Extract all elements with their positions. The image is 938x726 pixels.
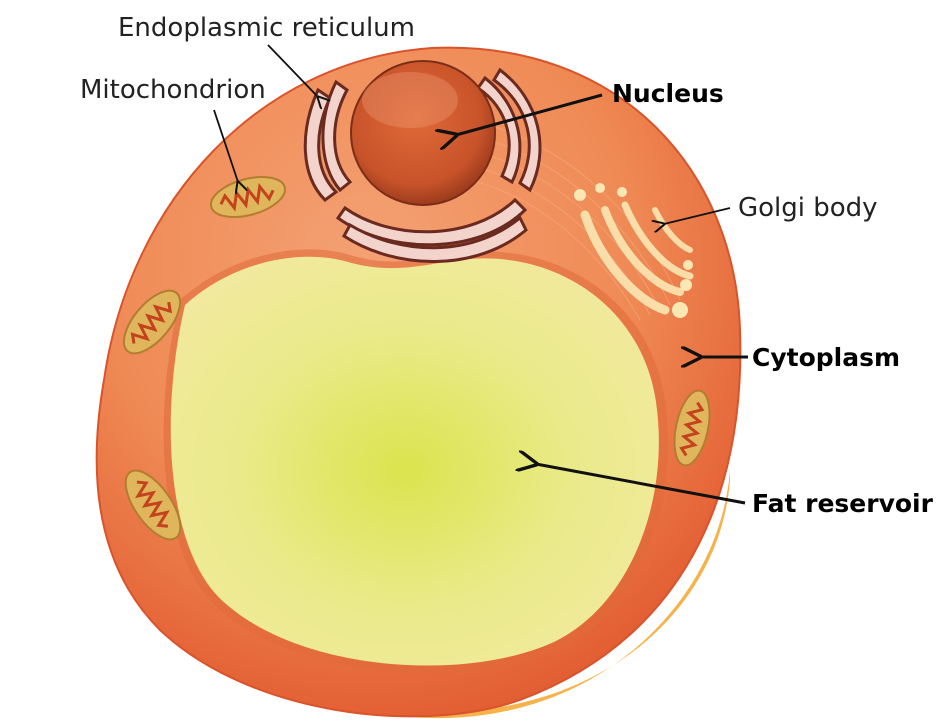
fat-reservoir-body <box>170 256 659 666</box>
label-endoplasmic-reticulum: Endoplasmic reticulum <box>118 13 415 43</box>
leader-lines <box>213 44 748 505</box>
mitochondrion-4 <box>673 389 711 467</box>
golgi-arrow <box>664 207 731 224</box>
fat-reservoir-arrow <box>536 464 746 505</box>
fat-reservoir <box>163 249 669 674</box>
label-cytoplasm: Cytoplasm <box>752 343 900 372</box>
mitochondrion-2 <box>122 289 182 355</box>
label-mitochondrion: Mitochondrion <box>80 75 266 105</box>
nucleus-highlight <box>362 72 458 128</box>
labels: Endoplasmic reticulum Mitochondrion Nucl… <box>80 13 934 518</box>
label-nucleus: Nucleus <box>612 79 724 108</box>
mitochondrion-1 <box>210 176 286 218</box>
er-arrow <box>267 44 318 97</box>
nucleus <box>350 60 496 206</box>
nucleus-arrow <box>456 93 603 135</box>
golgi-body <box>574 183 694 318</box>
mitochondrion-3 <box>124 469 182 541</box>
label-fat-reservoir: Fat reservoir <box>752 489 934 518</box>
label-golgi-body: Golgi body <box>738 193 878 223</box>
mitochondrion-arrow <box>213 109 238 182</box>
